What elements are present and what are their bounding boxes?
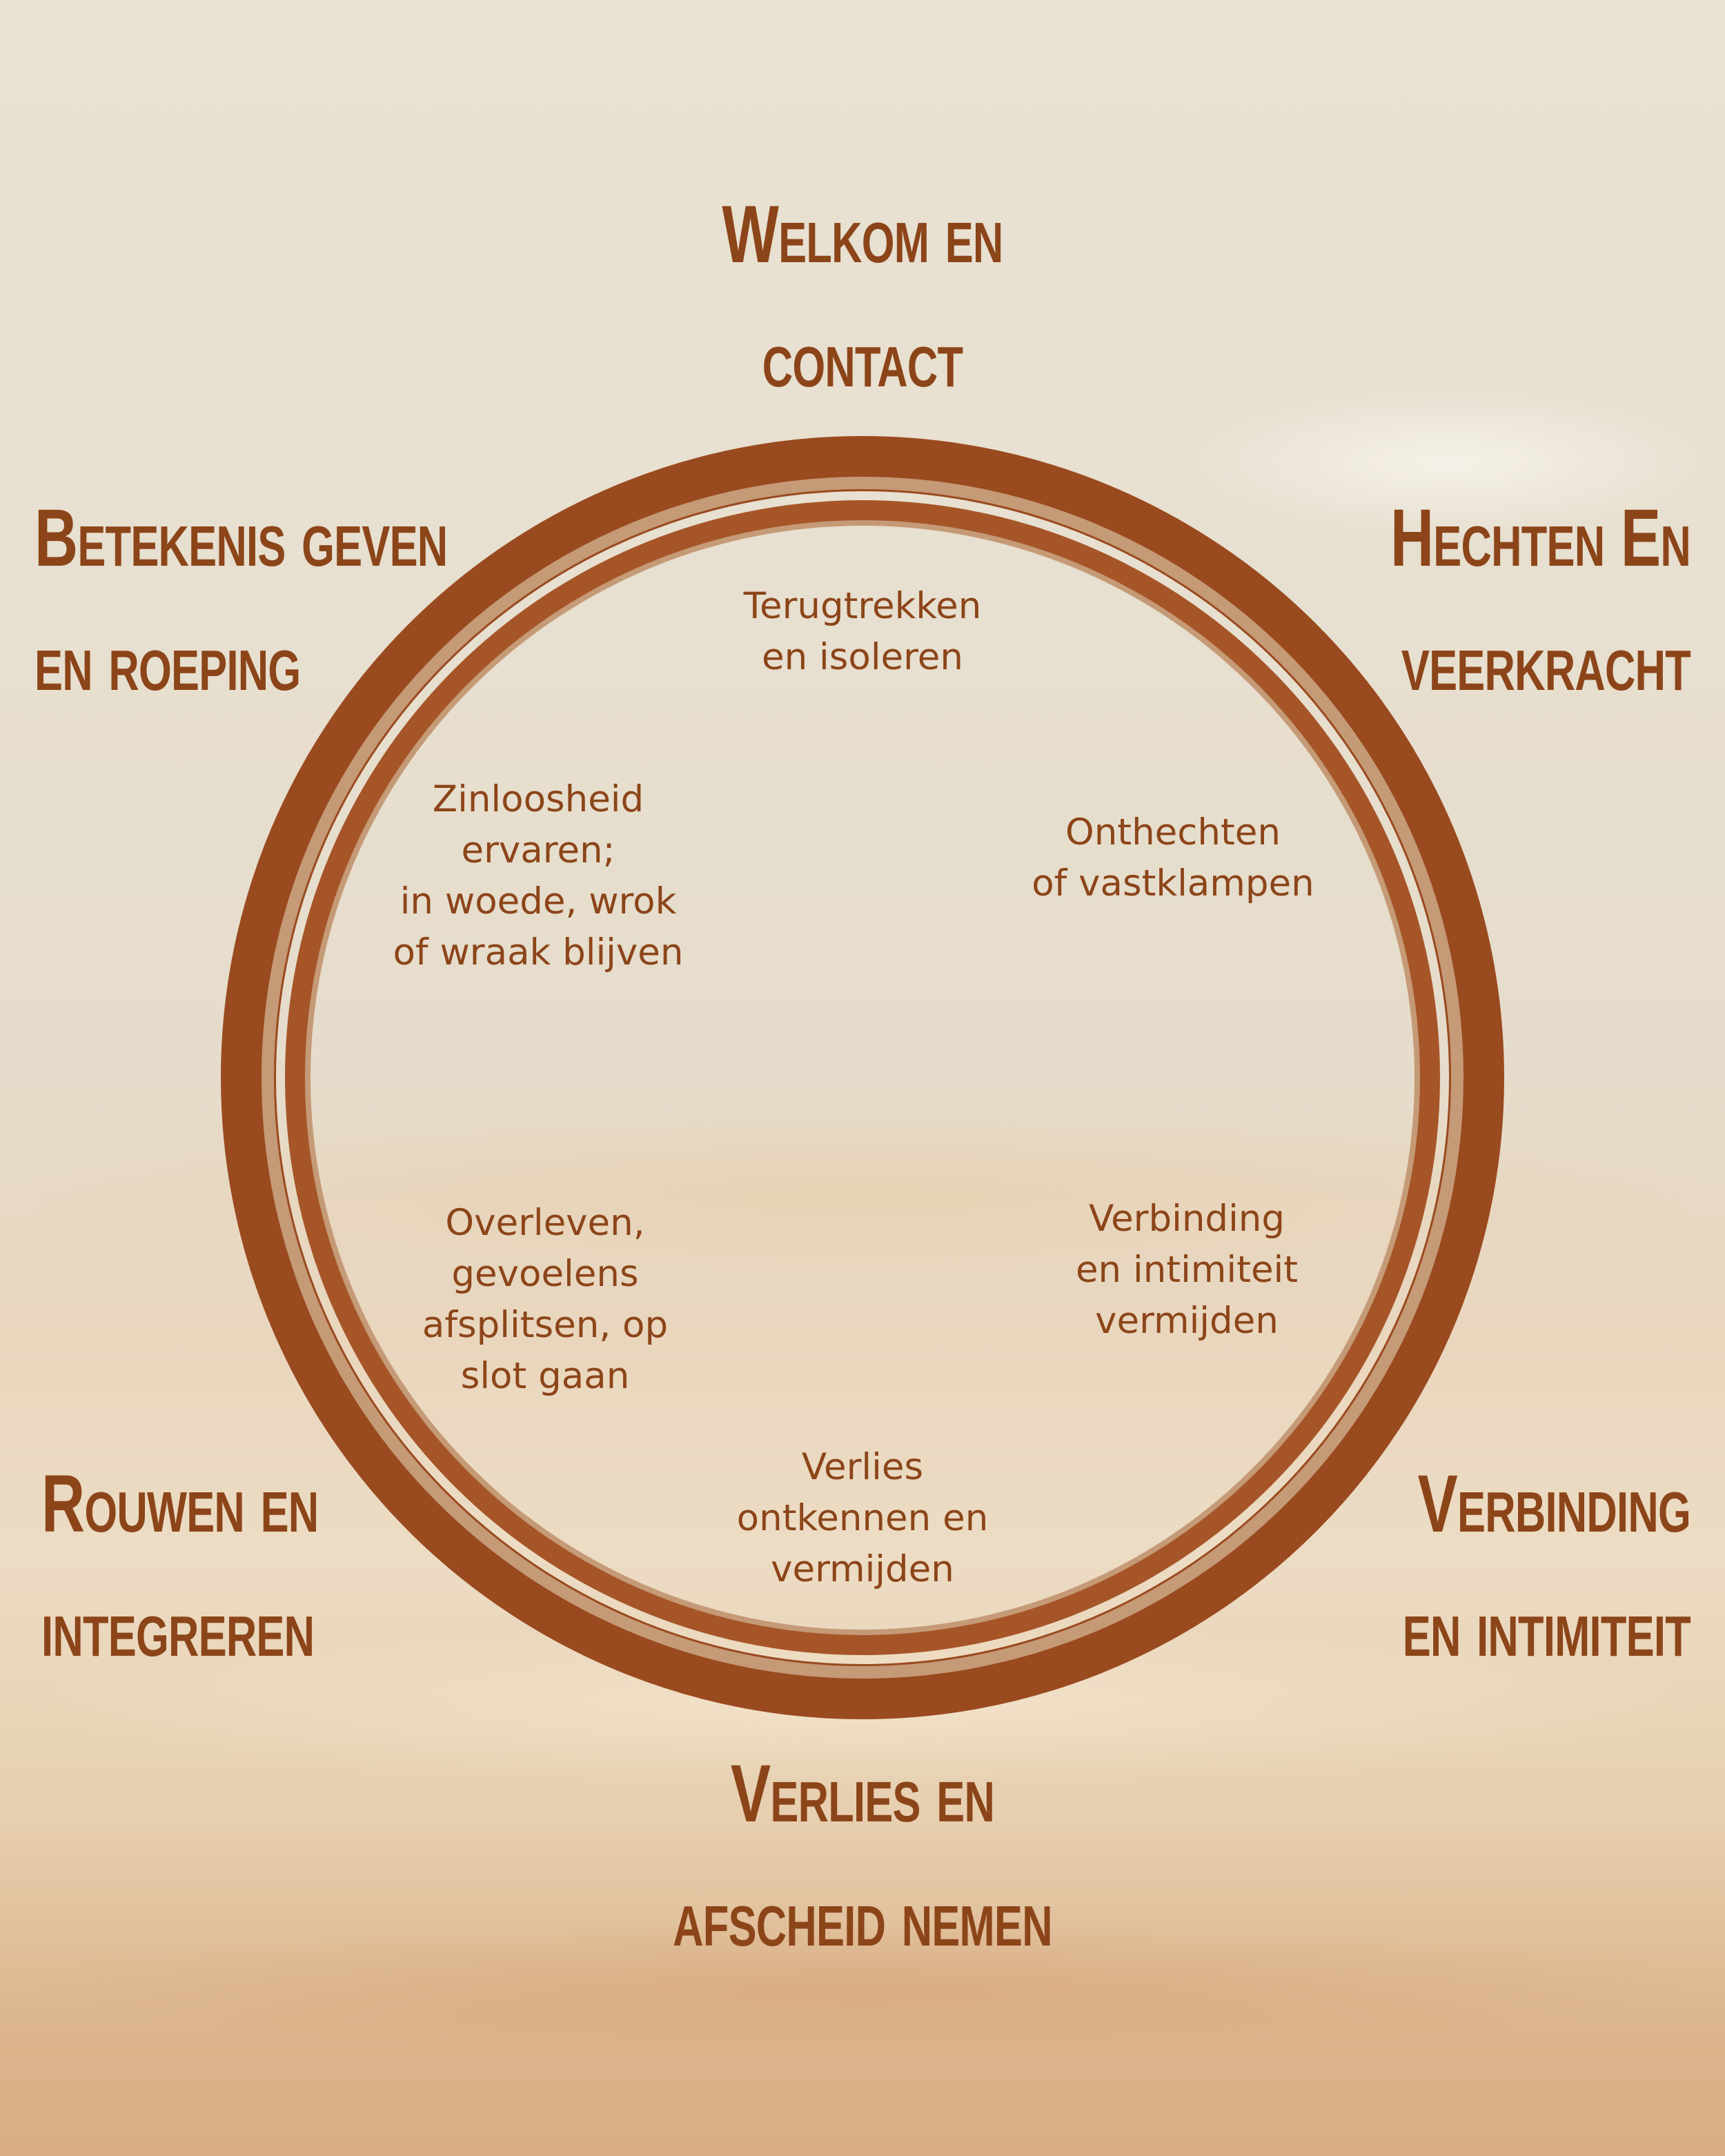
reaction-verbinding-vermijden: Verbinding en intimiteit vermijden [980,1194,1394,1347]
stage-line: Welkom en [709,172,1016,297]
stage-line: veerkracht [1231,600,1690,724]
reaction-line: slot gaan [338,1351,752,1402]
stage-rouwen-en-integreren: Rouwen en integreren [41,1442,501,1690]
reaction-line: Zinloosheid [331,774,745,825]
stage-line: afscheid nemen [658,1856,1067,1980]
reaction-line: Verlies [656,1442,1070,1493]
reaction-onthechten: Onthechten of vastklampen [966,807,1380,909]
reaction-line: in woede, wrok [331,876,745,927]
reaction-line: of vastklampen [966,858,1380,909]
reaction-verlies-ontkennen: Verlies ontkennen en vermijden [656,1442,1070,1595]
stage-line: Verbinding [1231,1442,1690,1566]
stage-line: integreren [41,1566,501,1690]
stage-line: contact [709,297,1016,421]
reaction-line: ontkennen en [656,1493,1070,1544]
reaction-line: Terugtrekken [656,581,1070,632]
stage-line: en roeping [34,600,494,724]
reaction-overleven: Overleven, gevoelens afsplitsen, op slot… [338,1198,752,1402]
reaction-line: Overleven, [338,1198,752,1249]
reaction-zinloosheid: Zinloosheid ervaren; in woede, wrok of w… [331,774,745,978]
stage-hechten-en-veerkracht: Hechten En veerkracht [1231,476,1690,724]
stage-line: Verlies en [658,1732,1067,1856]
reaction-terugtrekken: Terugtrekken en isoleren [656,581,1070,683]
reaction-line: Onthechten [966,807,1380,858]
stage-welkom-en-contact: Welkom en contact [709,172,1016,421]
reaction-line: gevoelens [338,1249,752,1300]
stage-line: en intimiteit [1231,1566,1690,1690]
stage-betekenis-geven: Betekenis geven en roeping [34,476,494,724]
stage-line: Rouwen en [41,1442,501,1566]
reaction-line: en isoleren [656,632,1070,683]
reaction-line: vermijden [980,1296,1394,1347]
stage-line: Betekenis geven [34,476,494,600]
reaction-line: Verbinding [980,1194,1394,1245]
reaction-line: afsplitsen, op [338,1300,752,1351]
reaction-line: vermijden [656,1544,1070,1595]
stage-verlies-en-afscheid: Verlies en afscheid nemen [658,1732,1067,1980]
reaction-line: of wraak blijven [331,927,745,978]
stage-line: Hechten En [1231,476,1690,600]
stage-verbinding-en-intimiteit: Verbinding en intimiteit [1231,1442,1690,1690]
reaction-line: en intimiteit [980,1245,1394,1296]
reaction-line: ervaren; [331,825,745,876]
